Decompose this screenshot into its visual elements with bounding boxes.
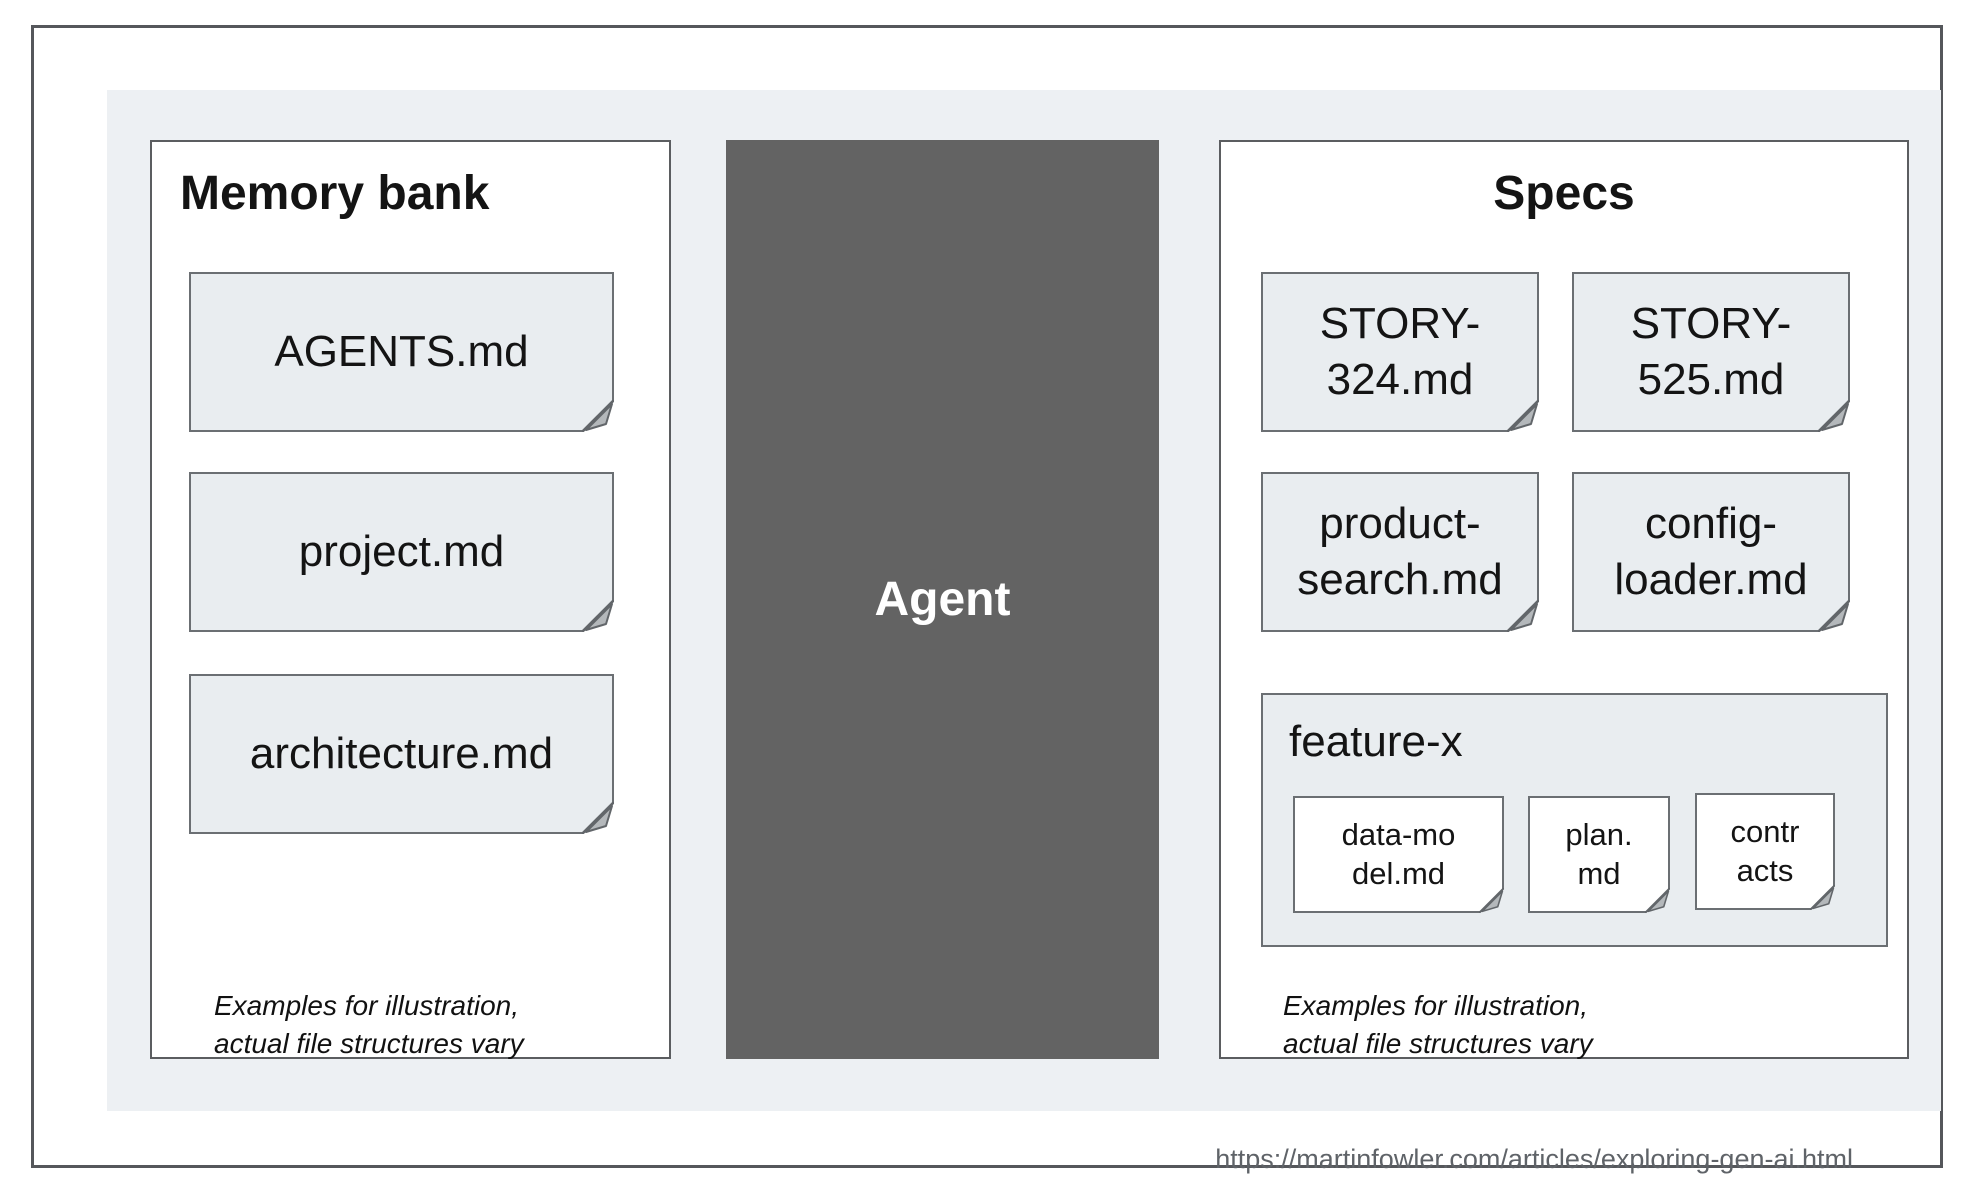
illustration-note: Examples for illustration, actual file s… [1283,990,1593,1059]
file-card-story-525: STORY- 525.md [1572,272,1850,432]
file-card-label: contr acts [1730,813,1800,888]
specs-title: Specs [1493,167,1635,220]
file-card-label: STORY- 525.md [1630,298,1792,404]
file-card-project-md: project.md [189,472,614,632]
file-card-plan: plan. md [1528,796,1670,913]
folded-corner-icon [1818,400,1850,432]
file-card-label: architecture.md [249,728,554,778]
file-card-label: product- search.md [1297,498,1503,604]
agent-box: Agent [726,140,1159,1059]
folded-corner-icon [582,400,614,432]
folded-corner-icon [1479,888,1504,913]
folded-corner-icon [1645,888,1670,913]
agent-label: Agent [874,573,1011,626]
file-card-label: config- loader.md [1614,498,1808,604]
file-card-label: AGENTS.md [274,326,529,376]
memory-bank-title: Memory bank [180,167,490,220]
file-card-label: data-mo del.md [1341,816,1456,891]
folder-feature-x: feature-x data-mo del.md plan. md [1261,693,1888,947]
file-card-product-search: product- search.md [1261,472,1539,632]
file-card-contracts: contr acts [1695,793,1835,910]
file-card-story-324: STORY- 324.md [1261,272,1539,432]
folder-label: feature-x [1289,717,1463,766]
folded-corner-icon [1507,400,1539,432]
file-card-agents-md: AGENTS.md [189,272,614,432]
file-card-label: STORY- 324.md [1319,298,1481,404]
memory-bank-panel: Memory bank AGENTS.md project.md arc [150,140,671,1059]
specs-panel: Specs STORY- 324.md STORY- 525.md pr [1219,140,1909,1059]
illustration-note: Examples for illustration, actual file s… [214,990,524,1059]
folded-corner-icon [1507,600,1539,632]
folded-corner-icon [582,802,614,834]
folded-corner-icon [1810,885,1835,910]
file-card-label: project.md [298,526,505,576]
file-card-data-model: data-mo del.md [1293,796,1504,913]
file-card-architecture-md: architecture.md [189,674,614,834]
diagram-frame: Memory bank AGENTS.md project.md arc [31,25,1943,1174]
folded-corner-icon [582,600,614,632]
folded-corner-icon [1818,600,1850,632]
file-card-config-loader: config- loader.md [1572,472,1850,632]
file-card-label: plan. md [1565,816,1633,891]
source-url: https://martinfowler.com/articles/explor… [1215,1144,1853,1174]
